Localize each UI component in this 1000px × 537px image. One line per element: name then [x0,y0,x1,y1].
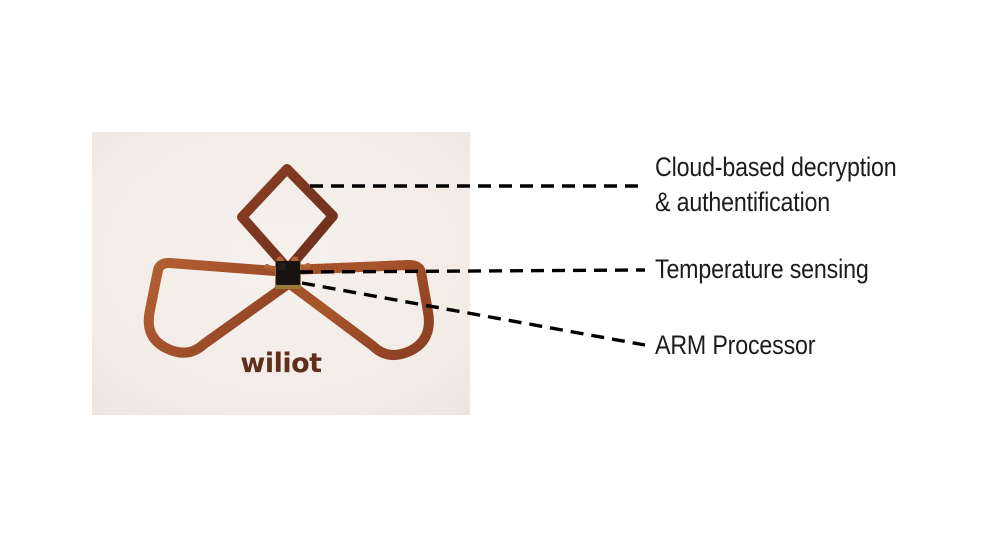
callout-label-cloud-based-decryption: Cloud-based decryption & authentificatio… [655,152,897,217]
callout-label-arm-processor: ARM Processor [655,330,816,360]
wiliot-logo-text: wiliot [240,348,322,379]
wiliot-tag-photo: wiliot [92,132,470,415]
callout-label-temperature-sensing: Temperature sensing [655,254,869,284]
